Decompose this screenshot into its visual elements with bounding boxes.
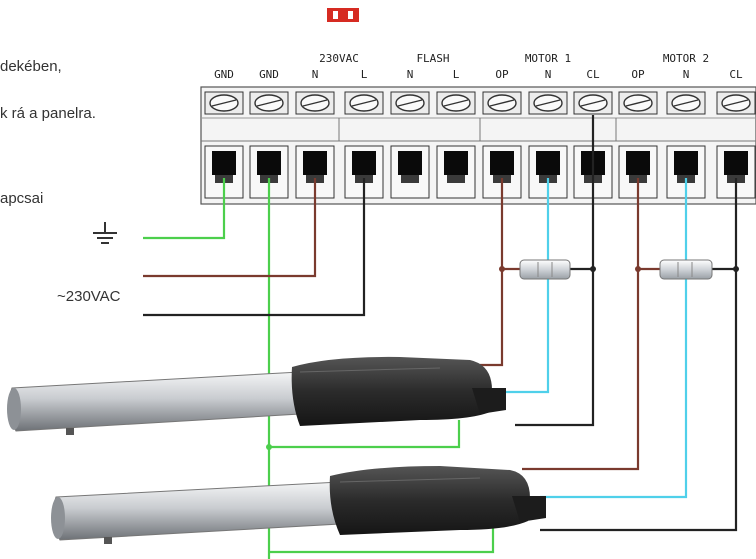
- ground-icon: [93, 222, 117, 244]
- terminal-11: [666, 91, 706, 199]
- terminal-label: N: [407, 68, 414, 81]
- terminal-group-label: 230VAC: [319, 52, 359, 65]
- terminal-group-label: FLASH: [416, 52, 449, 65]
- capacitor-motor-1: [519, 259, 571, 280]
- wires: [143, 115, 738, 559]
- note-line-1: dekében,: [0, 58, 62, 75]
- fuse-icon: [327, 8, 359, 22]
- terminal-block: [200, 86, 756, 205]
- terminal-1: [204, 91, 244, 199]
- actuator-2: [51, 466, 546, 544]
- terminal-3: [295, 91, 335, 199]
- terminal-label: GND: [214, 68, 234, 81]
- terminal-label: CL: [729, 68, 743, 81]
- terminal-label: OP: [631, 68, 645, 81]
- terminal-label: CL: [586, 68, 600, 81]
- terminal-2: [249, 91, 289, 199]
- note-line-3: apcsai: [0, 190, 44, 207]
- actuator-1: [7, 356, 506, 435]
- terminal-label: GND: [259, 68, 279, 81]
- terminal-5: [390, 91, 430, 199]
- terminal-label: N: [545, 68, 552, 81]
- note-line-2: k rá a panelra.: [0, 105, 96, 122]
- terminal-label: L: [361, 68, 368, 81]
- terminal-label: N: [312, 68, 319, 81]
- supply-label: ~230VAC: [57, 288, 121, 305]
- terminal-6: [436, 91, 476, 199]
- terminal-group-label: MOTOR 2: [663, 52, 709, 65]
- terminal-group-labels: 230VAC FLASH MOTOR 1 MOTOR 2: [319, 52, 709, 65]
- junction-dots: [266, 266, 739, 450]
- terminal-label: L: [453, 68, 460, 81]
- terminal-group-label: MOTOR 1: [525, 52, 571, 65]
- terminal-label: OP: [495, 68, 509, 81]
- terminal-label: N: [683, 68, 690, 81]
- terminal-labels: GND GND N L N L OP N CL OP N CL: [214, 68, 743, 81]
- capacitor-motor-2: [659, 259, 713, 280]
- terminal-8: [528, 91, 568, 199]
- terminal-10: [618, 91, 658, 199]
